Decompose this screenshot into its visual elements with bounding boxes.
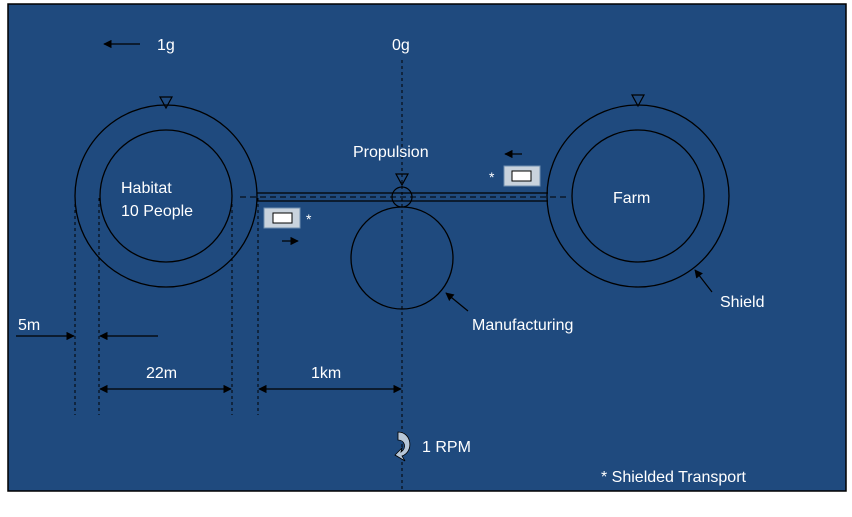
propulsion-pivot-icon — [394, 173, 410, 187]
dim-5m-label: 5m — [18, 317, 40, 334]
transport-left — [263, 207, 301, 229]
rotation-label: 1 RPM — [422, 439, 471, 456]
manufacturing-pointer — [445, 292, 469, 312]
gravity-1g-label: 1g — [157, 37, 175, 54]
gravity-0g-label: 0g — [392, 37, 410, 54]
manufacturing-label: Manufacturing — [472, 317, 573, 334]
farm-pivot-icon — [630, 94, 646, 108]
manufacturing-module — [350, 206, 454, 310]
habitat-shield-ring — [74, 104, 258, 288]
propulsion-label: Propulsion — [353, 144, 429, 161]
habitat-pivot-icon — [158, 96, 174, 110]
dim-22m-label: 22m — [146, 365, 177, 382]
farm-ring — [571, 129, 705, 263]
habitat-label: Habitat — [121, 180, 172, 197]
habitat-ring — [99, 129, 233, 263]
dim-1km-label: 1km — [311, 365, 341, 382]
footnote: * Shielded Transport — [601, 469, 747, 486]
shield-pointer — [694, 269, 713, 293]
background — [7, 3, 847, 492]
habitat-people-label: 10 People — [121, 203, 193, 220]
rotation-icon — [394, 431, 411, 462]
transport-right-marker: * — [489, 169, 495, 185]
transport-left-marker: * — [306, 211, 312, 227]
shield-label: Shield — [720, 294, 764, 311]
farm-label: Farm — [613, 190, 650, 207]
transport-right — [503, 165, 541, 187]
